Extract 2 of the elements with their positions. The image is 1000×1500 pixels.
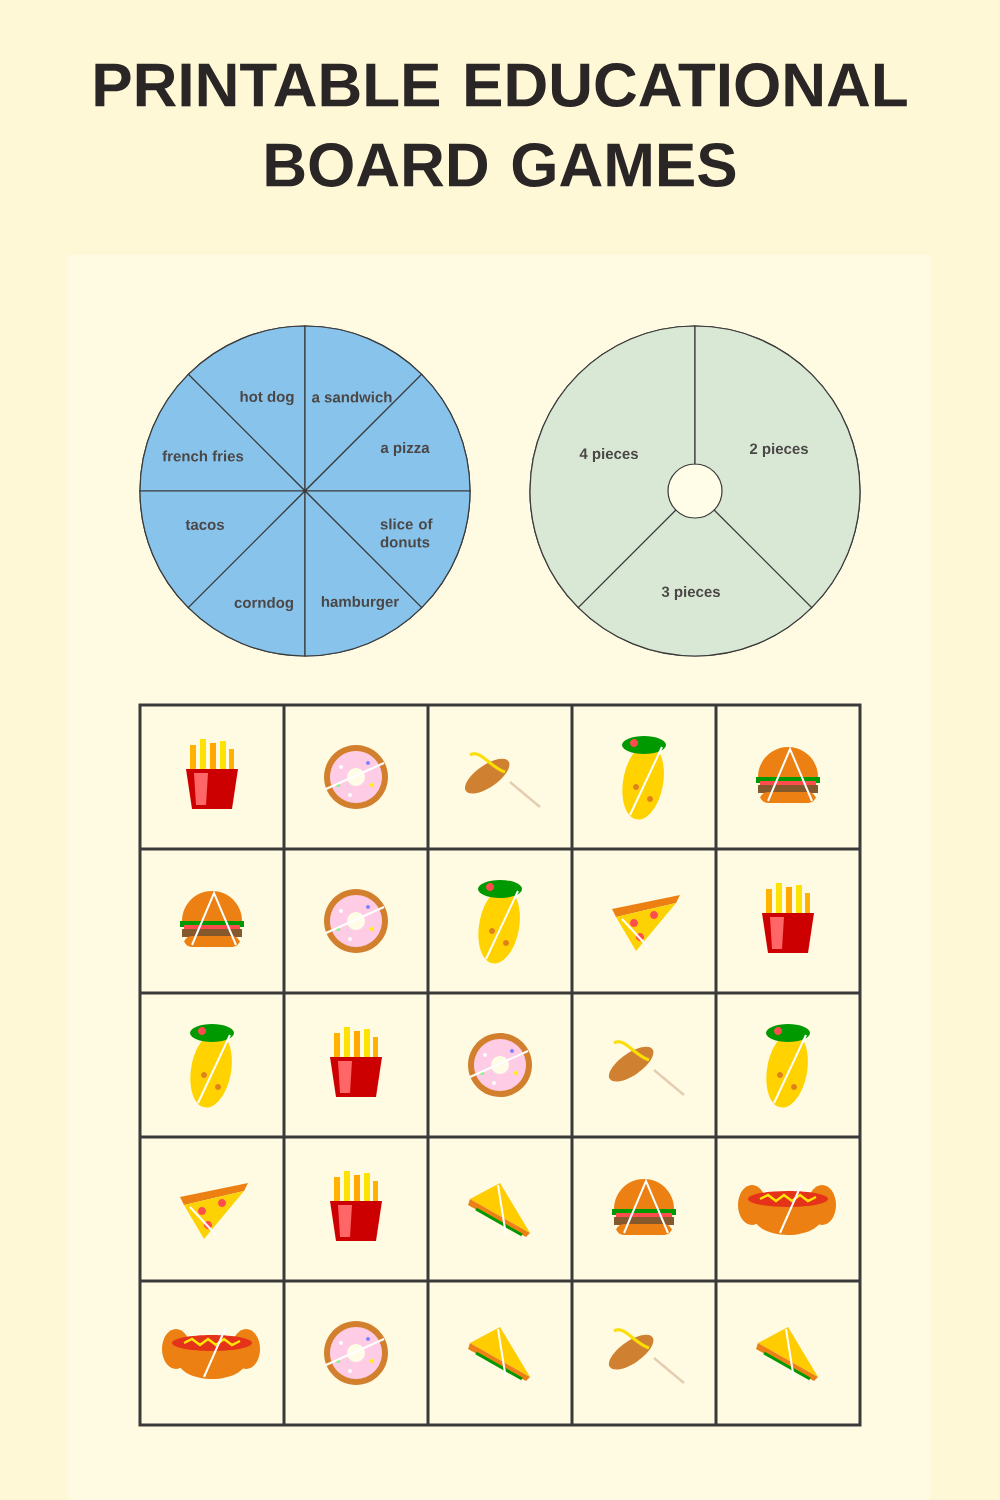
wheel-segment: 3 pieces — [577, 509, 813, 657]
title: PRINTABLE EDUCATIONAL BOARD GAMES — [95, 63, 907, 187]
